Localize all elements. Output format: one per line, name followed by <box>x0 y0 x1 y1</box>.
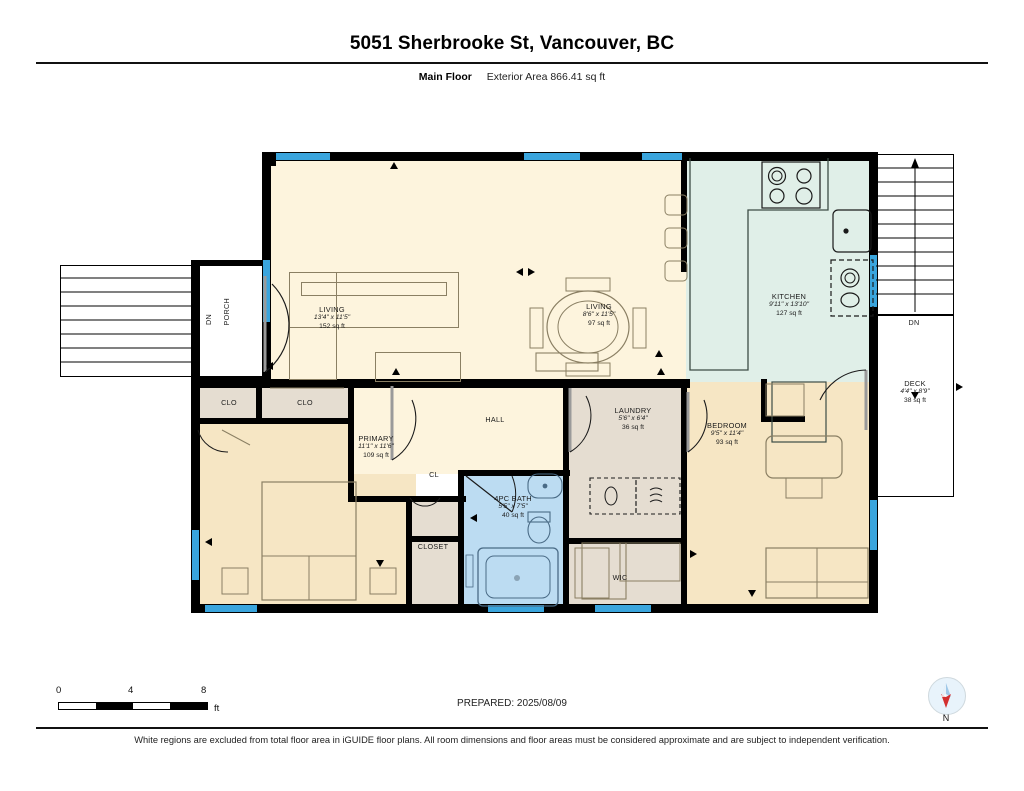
scale-bar-segments <box>58 702 208 710</box>
wall-bath-left <box>458 470 464 544</box>
wall-bath-top <box>458 470 570 476</box>
exterior-stairs-right <box>876 154 954 315</box>
label-hall: HALL <box>485 415 505 424</box>
wall-bedroom-closet <box>761 379 767 421</box>
window-left-living <box>263 260 270 322</box>
wall-kitchen-top <box>740 152 826 158</box>
label-closet-right: CLO <box>297 398 313 407</box>
arrow-bedroom-window <box>690 550 697 558</box>
compass-north-label: N <box>942 713 950 723</box>
window-bottom-bath <box>488 605 544 612</box>
scale-tick-4: 4 <box>128 685 134 696</box>
room-label-living-2: LIVING 8'6" x 11'5" 97 sq ft <box>582 302 616 328</box>
room-deck <box>876 315 954 497</box>
arrow-kitchen-entry <box>655 350 663 357</box>
scale-tick-8: 8 <box>201 685 207 696</box>
floor-subheader: Main Floor Exterior Area 866.41 sq ft <box>0 71 1024 83</box>
wall-wic-top <box>563 538 687 544</box>
wall-closet-center-right <box>458 540 464 610</box>
window-right-kitchen <box>870 255 877 307</box>
floor-plan-drawing: LIVING 13'4" x 11'5" 152 sq ft LIVING 8'… <box>0 100 1024 680</box>
wall-bedroom-closet-bottom <box>761 416 805 422</box>
window-top-2 <box>524 153 580 160</box>
room-label-laundry: LAUNDRY 5'6" x 6'4" 36 sq ft <box>614 406 652 432</box>
wall-exterior-right <box>869 152 878 613</box>
room-label-bath: 4PC BATH 5'5" x 7'5" 40 sq ft <box>494 494 532 520</box>
page-title: 5051 Sherbrooke St, Vancouver, BC <box>349 33 675 54</box>
window-top-3 <box>642 153 682 160</box>
scale-tick-0: 0 <box>56 685 62 696</box>
arrow-laundry-entry <box>657 368 665 375</box>
wall-porch-top <box>191 260 265 266</box>
arrow-top-living <box>390 162 398 169</box>
wall-porch-left <box>191 260 200 382</box>
closet-strip-center <box>410 500 463 610</box>
wall-top-seg-a <box>330 152 524 161</box>
prepared-date: PREPARED: 2025/08/09 <box>457 698 567 709</box>
arrow-living-mid-right <box>528 268 535 276</box>
wall-primary-right <box>348 382 354 502</box>
label-dn-porch: DN <box>204 314 213 325</box>
label-wic: WIC <box>612 573 628 582</box>
hall-area-fill <box>352 382 574 474</box>
furniture-sofa-cushion <box>301 282 447 296</box>
arrow-primary-door <box>376 560 384 567</box>
disclaimer-text: White regions are excluded from total fl… <box>134 735 890 745</box>
label-closet: CLOSET <box>417 542 449 551</box>
exterior-stairs-left <box>60 265 193 377</box>
scale-unit: ft <box>214 703 220 714</box>
footer-divider <box>36 727 988 729</box>
label-cl: CL <box>429 470 439 479</box>
compass-rose: N <box>928 677 968 723</box>
wall-cl-bottom <box>406 536 464 542</box>
window-top-1 <box>276 153 330 160</box>
arrow-bath-door <box>470 514 477 522</box>
wall-laundry-left <box>563 382 569 612</box>
label-closet-left: CLO <box>221 398 237 407</box>
wall-closet-bottom <box>194 418 352 424</box>
wall-joint-bedroom <box>681 379 690 388</box>
arrow-deck-down <box>911 392 919 399</box>
room-label-primary: PRIMARY 11'1" x 11'6" 109 sq ft <box>358 434 394 460</box>
wall-interior-mid-horizontal <box>191 379 689 388</box>
wall-exterior-left-lower <box>191 379 200 613</box>
wall-closet-center-left <box>406 496 412 610</box>
title-divider <box>36 62 988 64</box>
label-dn-deck: DN <box>908 318 920 327</box>
room-label-deck: DECK 4'4" x 8'9" 38 sq ft <box>900 379 930 405</box>
room-kitchen-area <box>686 154 876 382</box>
arrow-hall-entry <box>392 368 400 375</box>
exterior-area-label: Exterior Area 866.41 sq ft <box>486 71 606 83</box>
scale-bar: 0 4 8 ft <box>56 685 258 716</box>
wall-top-seg-c <box>826 152 878 161</box>
window-bottom-primary <box>205 605 257 612</box>
arrow-bedroom-bottom <box>748 590 756 597</box>
arrow-deck-right <box>956 383 963 391</box>
floor-label: Main Floor <box>418 71 472 83</box>
furniture-coffee-table <box>375 352 461 382</box>
wall-top-seg-b <box>580 152 642 161</box>
window-right-bedroom <box>870 500 877 550</box>
wall-closet-divider <box>256 382 262 424</box>
arrow-primary-window <box>205 538 212 546</box>
wall-porch-bottom <box>191 376 265 382</box>
room-label-bedroom: BEDROOM 9'5" x 11'4" 93 sq ft <box>707 421 747 447</box>
arrow-living-mid-left <box>516 268 523 276</box>
arrow-porch-door <box>266 362 273 370</box>
wall-corner-tl <box>262 152 276 166</box>
room-label-living-1: LIVING 13'4" x 11'5" 152 sq ft <box>313 305 351 331</box>
closets-strip <box>194 382 352 422</box>
window-left-primary <box>192 530 199 580</box>
compass-ring <box>928 677 966 715</box>
label-porch: PORCH <box>222 298 231 326</box>
room-label-kitchen: KITCHEN 9'11" x 13'10" 127 sq ft <box>769 292 809 318</box>
window-bottom-wic <box>595 605 651 612</box>
wall-bedroom-left <box>681 379 687 613</box>
compass-needle-icon <box>941 683 951 708</box>
wall-kitchen-left-upper <box>681 152 687 272</box>
